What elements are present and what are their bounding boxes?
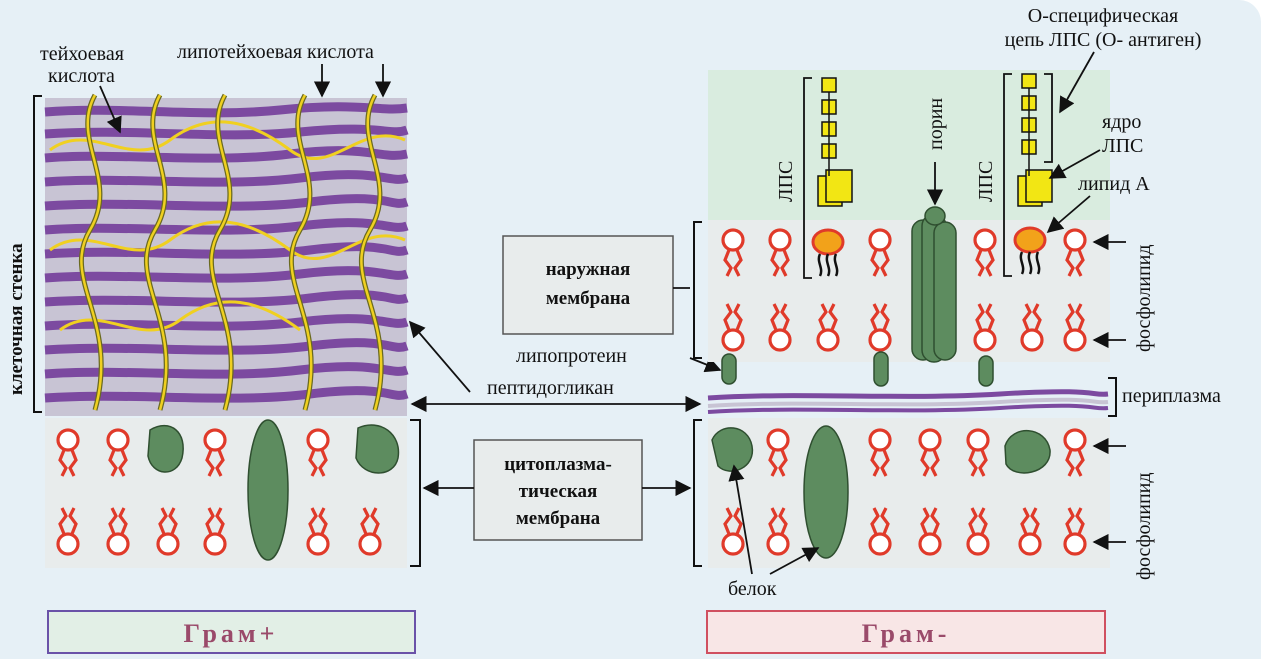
cell-wall-label: клеточная стенка: [6, 243, 27, 395]
cytoplasmic-membrane-bracket: [693, 419, 702, 567]
lps-right-label: ЛПС: [975, 161, 997, 202]
membrane-proteins-right: [711, 425, 1051, 559]
gram-positive-label: Грам+: [184, 619, 279, 648]
membrane-proteins-left: [147, 419, 400, 561]
periplasm-bracket: [1108, 377, 1117, 417]
gram-negative-footer: Грам-: [706, 610, 1106, 654]
porin: [911, 206, 957, 363]
gram-negative-label: Грам-: [862, 619, 951, 648]
lipid-a-arrow: [1046, 195, 1091, 234]
lps-core-label-1: ядро: [1102, 111, 1141, 133]
periplasm-label: периплазма: [1122, 385, 1221, 407]
lps-left-label: ЛПС: [775, 161, 797, 202]
membrane-bracket-left: [410, 419, 421, 567]
cytoplasmic-membrane-label-2: тическая: [519, 481, 598, 502]
lps-core-label-2: ЛПС: [1102, 135, 1143, 157]
peptidoglycan-arrow-up-left: [408, 320, 471, 393]
phospholipid-label-bottom: фосфолипид: [1133, 472, 1155, 580]
phospholipid-label-top: фосфолипид: [1133, 244, 1155, 352]
o-specific-label-1: О-специфическая: [1028, 5, 1178, 27]
outer-membrane-label-1: наружная: [546, 259, 631, 280]
outer-membrane-box: [502, 235, 674, 335]
cytoplasmic-membrane-label-3: мембрана: [516, 508, 601, 529]
peptidoglycan-thin: [707, 389, 1109, 414]
protein-label: белок: [728, 578, 777, 600]
lipoproteins: [721, 351, 994, 387]
outer-membrane: [708, 220, 1110, 362]
lipoteichoic-acid-label: липотейхоевая кислота: [177, 41, 374, 63]
porin-label: порин: [925, 98, 947, 150]
lipoprotein-label: липопротеин: [516, 345, 627, 367]
lps-left: [803, 77, 853, 279]
o-specific-arrow: [1059, 51, 1095, 114]
lps-core-arrow: [1048, 149, 1101, 179]
gram-negative-panel: ЛПС ЛПС порин: [693, 5, 1221, 600]
teichoic-acid-label-2: кислота: [48, 65, 115, 87]
lipoteichoic-acid-strands: [80, 94, 383, 411]
gram-positive-panel: клеточная стенка тейхоевая кислота липот…: [6, 41, 421, 568]
cell-wall-bracket: [33, 95, 42, 413]
outer-membrane-bracket: [693, 221, 702, 359]
lipid-a-label: липид А: [1078, 173, 1150, 195]
protein-arrow-2: [769, 547, 820, 575]
center-labels: наружная мембрана липопротеин пептидогли…: [408, 235, 722, 541]
gram-positive-footer: Грам+: [47, 610, 416, 654]
lipoprotein-arrow: [689, 357, 722, 373]
o-specific-label-2: цепь ЛПС (О- антиген): [1005, 29, 1202, 51]
peptidoglycan-label: пептидогликан: [487, 377, 614, 399]
lps-right: [1003, 73, 1053, 277]
teichoic-acid-label-1: тейхоевая: [40, 43, 124, 65]
protein-arrow-1: [728, 464, 753, 575]
cytoplasmic-membrane-box: [473, 439, 643, 541]
teichoic-acid-arrow: [99, 85, 122, 134]
outer-membrane-label-2: мембрана: [546, 288, 631, 309]
peptidoglycan-layers-left: [44, 102, 409, 403]
cytoplasmic-membrane-label-1: цитоплазма-: [504, 454, 612, 475]
